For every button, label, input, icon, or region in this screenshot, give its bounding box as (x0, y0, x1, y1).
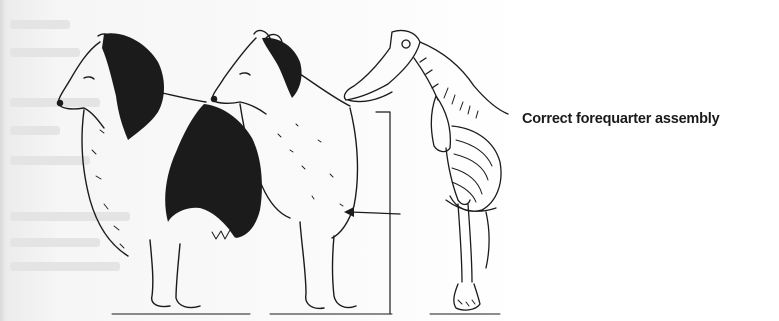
smooth-collie-eye (240, 73, 250, 75)
skeleton-ribs (452, 140, 492, 202)
skeleton-toes (458, 300, 475, 306)
smooth-collie-coat-strokes (278, 124, 343, 206)
rough-collie-dark-mane (102, 33, 164, 140)
figure-caption: Correct forequarter assembly (522, 111, 719, 127)
rough-collie-ruff (82, 110, 128, 256)
smooth-collie-neck (300, 74, 350, 106)
skeleton-radius (458, 204, 462, 282)
skeleton-scapula (431, 96, 450, 152)
elbow-pointer-arrow (350, 212, 400, 214)
rough-collie-dark-coat (165, 104, 262, 238)
smooth-collie-head-outline (212, 38, 266, 114)
rough-collie-front-leg (150, 240, 170, 307)
rough-collie-nose (57, 100, 62, 105)
rough-collie-back (158, 92, 206, 102)
smooth-collie-front-leg (333, 236, 357, 308)
smooth-collie-dark-marking (262, 38, 302, 98)
skeleton-ulna (468, 204, 472, 282)
skeleton-thoracic-spine (444, 88, 478, 118)
rough-collie-front-leg (176, 244, 200, 308)
skeleton-neck-vertebrae (414, 58, 438, 100)
smooth-collie-nose (211, 96, 216, 101)
collie-skeleton-illustration (344, 30, 508, 314)
skeleton-hind-outline (486, 212, 489, 268)
rough-collie-illustration (57, 33, 262, 314)
smooth-collie-underline (332, 108, 357, 238)
smooth-collie-front-leg (300, 222, 324, 308)
collie-forequarter-illustration (0, 0, 520, 321)
rough-collie-ruff-strokes (92, 130, 124, 248)
rough-collie-head-outline (58, 42, 104, 128)
skeleton-eye-socket (402, 40, 410, 48)
elbow-pointer-arrowhead (344, 207, 354, 217)
skeleton-paw (454, 284, 480, 310)
rough-collie-eye (84, 77, 94, 79)
